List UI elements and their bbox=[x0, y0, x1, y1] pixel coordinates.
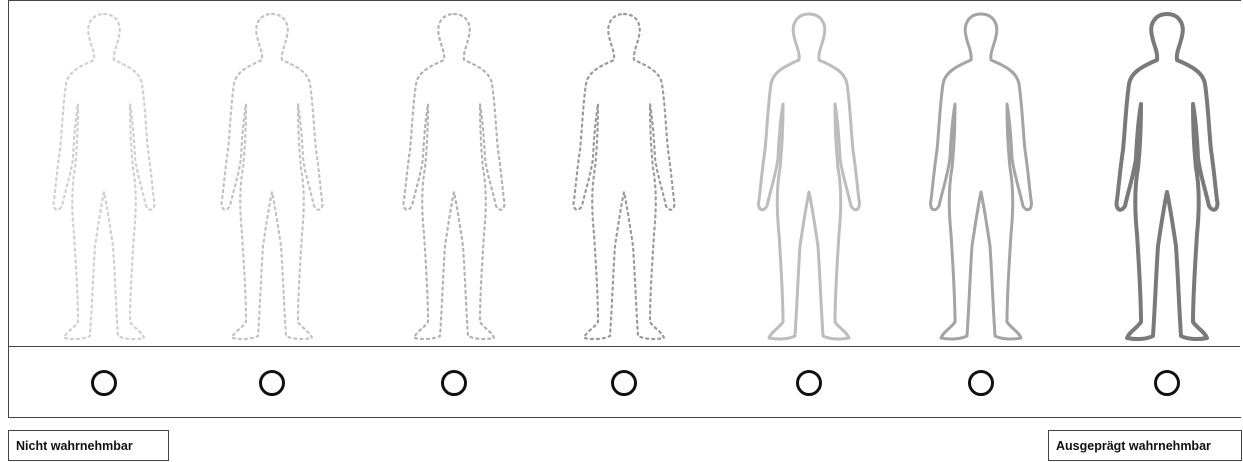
rating-radio-5[interactable] bbox=[796, 370, 822, 396]
body-outline bbox=[759, 14, 860, 339]
body-outline-figure-2 bbox=[222, 14, 323, 339]
body-outline-figures bbox=[9, 1, 1241, 348]
body-outline-figure-6 bbox=[931, 14, 1032, 339]
body-outline-figure-1 bbox=[54, 14, 155, 339]
rating-radio-6[interactable] bbox=[968, 370, 994, 396]
rating-radio-2[interactable] bbox=[259, 370, 285, 396]
body-outline-figure-7 bbox=[1117, 14, 1218, 339]
rating-radio-1[interactable] bbox=[91, 370, 117, 396]
rating-radio-3[interactable] bbox=[441, 370, 467, 396]
anchor-label-not-perceptible: Nicht wahrnehmbar bbox=[8, 430, 169, 461]
body-outline bbox=[574, 14, 675, 339]
body-outline bbox=[54, 14, 155, 339]
perception-scale bbox=[8, 0, 1240, 418]
rating-radio-row bbox=[8, 347, 1241, 418]
body-outline-figure-3 bbox=[404, 14, 505, 339]
anchor-label-clearly-perceptible: Ausgeprägt wahrnehmbar bbox=[1048, 430, 1242, 461]
body-outline bbox=[222, 14, 323, 339]
figure-row bbox=[8, 0, 1241, 348]
body-outline-figure-5 bbox=[759, 14, 860, 339]
body-outline bbox=[1117, 14, 1218, 339]
rating-radio-7[interactable] bbox=[1154, 370, 1180, 396]
body-outline-figure-4 bbox=[574, 14, 675, 339]
body-outline bbox=[404, 14, 505, 339]
rating-radio-4[interactable] bbox=[611, 370, 637, 396]
body-outline bbox=[931, 14, 1032, 339]
